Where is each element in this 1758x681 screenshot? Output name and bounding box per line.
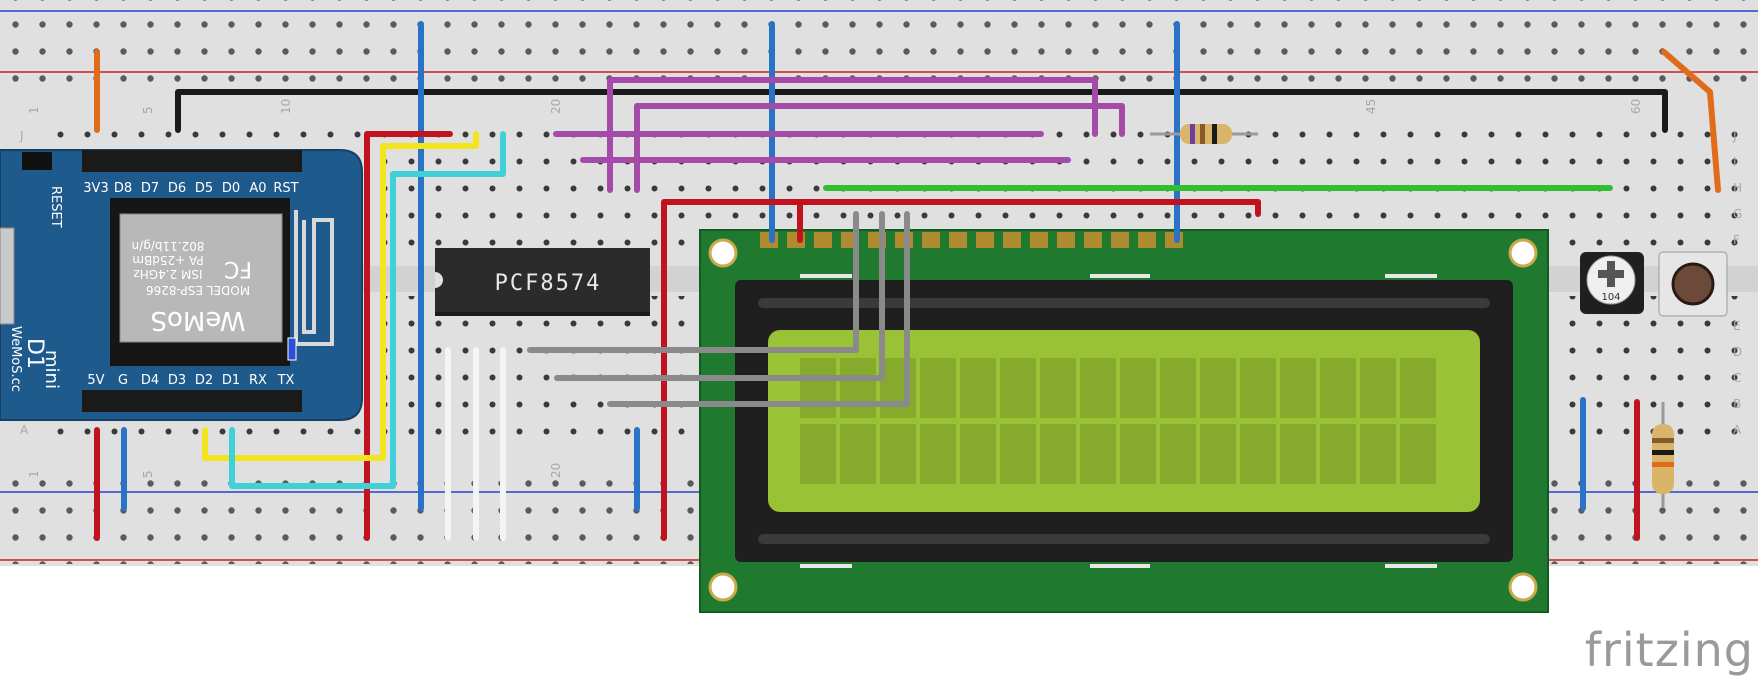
pin-d6: D6 [168, 181, 186, 196]
svg-text:C: C [1733, 371, 1741, 385]
svg-text:1: 1 [27, 106, 41, 114]
pin-d4: D4 [141, 373, 159, 388]
wire-gray-2 [554, 211, 885, 381]
pin-d8: D8 [114, 181, 132, 196]
potentiometer: 104 [1580, 252, 1644, 314]
pin-tx: TX [277, 373, 295, 388]
wire-yellow-sda [202, 131, 479, 461]
pin-g: G [118, 373, 128, 388]
wires [94, 21, 1721, 541]
module-line-3: PA +25dBm [132, 253, 203, 267]
wire-red-2 [364, 131, 453, 541]
resistor-top [1150, 124, 1258, 144]
pin-rx: RX [249, 373, 267, 388]
module-line-1: MODEL ESP-8266 [146, 283, 250, 297]
pin-a0: A0 [249, 181, 266, 196]
wire-purple-2 [634, 103, 1125, 193]
svg-text:1: 1 [27, 470, 41, 478]
svg-text:A: A [20, 423, 29, 437]
svg-text:A: A [1733, 423, 1742, 437]
svg-text:F: F [1733, 233, 1740, 247]
svg-text:J: J [19, 129, 24, 143]
fritzing-logo: fritzing [1584, 623, 1754, 677]
svg-text:20: 20 [549, 463, 563, 478]
wire-gray-1 [527, 211, 859, 353]
svg-text:D: D [1733, 345, 1742, 359]
svg-text:E: E [1733, 319, 1741, 333]
wemos-d1-mini-board: RESET 3V3 D8 D7 D6 D5 D0 A0 RST 5V G D4 … [0, 149, 363, 421]
pin-d7: D7 [141, 181, 159, 196]
pin-rst: RST [273, 181, 298, 196]
module-line-2: ISM 2.4GHz [133, 267, 202, 281]
wire-cyan-scl [229, 131, 506, 489]
fcc-mark: FC [224, 256, 252, 281]
pcf8574-chip: PCF8574 [435, 248, 650, 316]
pin-d1: D1 [222, 373, 240, 388]
pin-3v3: 3V3 [83, 181, 108, 196]
wire-red-3 [661, 199, 1261, 541]
svg-text:45: 45 [1364, 99, 1378, 114]
svg-text:20: 20 [549, 99, 563, 114]
svg-text:J: J [1732, 129, 1737, 143]
module-brand: WeMoS [150, 305, 245, 335]
wire-black-gnd [175, 89, 1668, 133]
module-line-4: 802.11b/g/n [132, 239, 205, 253]
potentiometer-label: 104 [1601, 292, 1620, 303]
pin-d2: D2 [195, 373, 213, 388]
board-maker: WeMoS.cc [8, 326, 23, 392]
svg-text:60: 60 [1629, 99, 1643, 114]
svg-text:I: I [1733, 155, 1737, 169]
chip-label: PCF8574 [495, 271, 602, 296]
pin-d5: D5 [195, 181, 213, 196]
board-name: D1 [22, 338, 47, 369]
board-name-suffix: mini [41, 350, 62, 389]
lcd-1602-module [699, 229, 1549, 613]
svg-text:B: B [1733, 397, 1741, 411]
header-top [82, 150, 302, 412]
svg-text:10: 10 [279, 99, 293, 114]
pin-d3: D3 [168, 373, 186, 388]
svg-text:5: 5 [141, 106, 155, 114]
pin-d0: D0 [222, 181, 240, 196]
board-reset-label: RESET [48, 186, 63, 228]
push-button [1658, 251, 1728, 317]
wire-orange-right [1661, 49, 1721, 193]
svg-text:H: H [1733, 181, 1742, 195]
resistor-bottom [1652, 402, 1674, 508]
pin-5v: 5V [87, 373, 104, 388]
svg-text:5: 5 [141, 470, 155, 478]
svg-text:G: G [1733, 207, 1742, 221]
wire-gray-3 [607, 211, 910, 407]
